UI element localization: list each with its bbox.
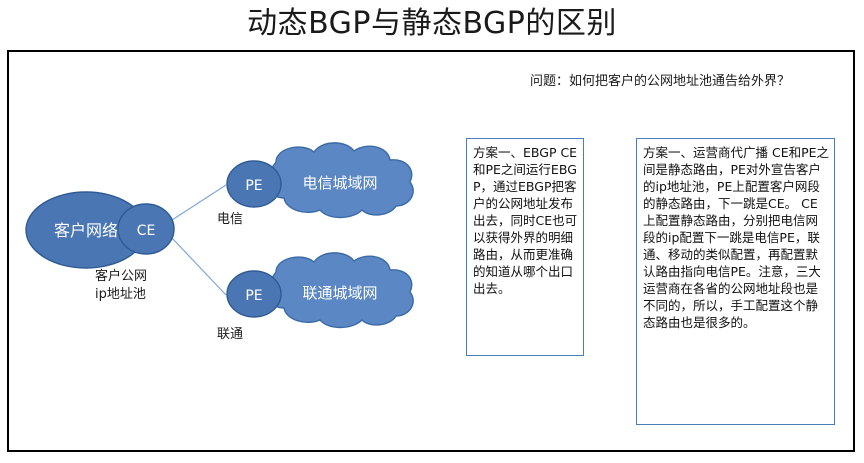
node-customer-network: 客户网络 — [25, 191, 147, 269]
note-box-solution-static: 方案一、运营商代广播 CE和PE之间是静态路由，PE对外宣告客户的ip地址池，P… — [636, 138, 835, 425]
node-ce-label: CE — [137, 223, 156, 239]
cloud-telecom: 电信城域网 — [267, 142, 414, 219]
connector-ce-to-pe-unicom — [171, 237, 227, 296]
label-telecom: 电信 — [217, 212, 244, 227]
note-box-solution-static-text: 方案一、运营商代广播 CE和PE之间是静态路由，PE对外宣告客户的ip地址池，P… — [643, 145, 830, 330]
node-pe-telecom-label: PE — [245, 178, 262, 194]
network-diagram: 电信城域网 联通城域网 客户网络 CE PE PE — [25, 142, 414, 329]
cloud-unicom-label: 联通城域网 — [302, 284, 377, 302]
cloud-unicom: 联通城域网 — [267, 252, 414, 329]
label-customer-public-ip-pool-line2: ip地址池 — [95, 287, 146, 302]
label-customer-public-ip-pool: 客户公网 ip地址池 — [95, 268, 147, 304]
note-box-solution-ebgp-text: 方案一、EBGP CE和PE之间运行EBGP，通过EBGP把客户的公网地址发布出… — [473, 145, 578, 296]
question-text: 问题：如何把客户的公网地址池通告给外界？ — [530, 74, 791, 89]
page-title: 动态BGP与静态BGP的区别 — [247, 6, 617, 41]
node-ce: CE — [117, 203, 175, 255]
label-unicom: 联通 — [217, 327, 244, 342]
label-customer-public-ip-pool-line1: 客户公网 — [95, 269, 148, 284]
node-customer-network-label: 客户网络 — [54, 221, 118, 240]
note-box-solution-ebgp: 方案一、EBGP CE和PE之间运行EBGP，通过EBGP把客户的公网地址发布出… — [466, 138, 584, 356]
cloud-telecom-label: 电信城域网 — [302, 174, 377, 192]
node-pe-unicom-label: PE — [245, 288, 262, 304]
node-pe-unicom: PE — [226, 270, 282, 318]
node-pe-telecom: PE — [226, 160, 282, 208]
connector-ce-to-pe-telecom — [171, 184, 227, 221]
